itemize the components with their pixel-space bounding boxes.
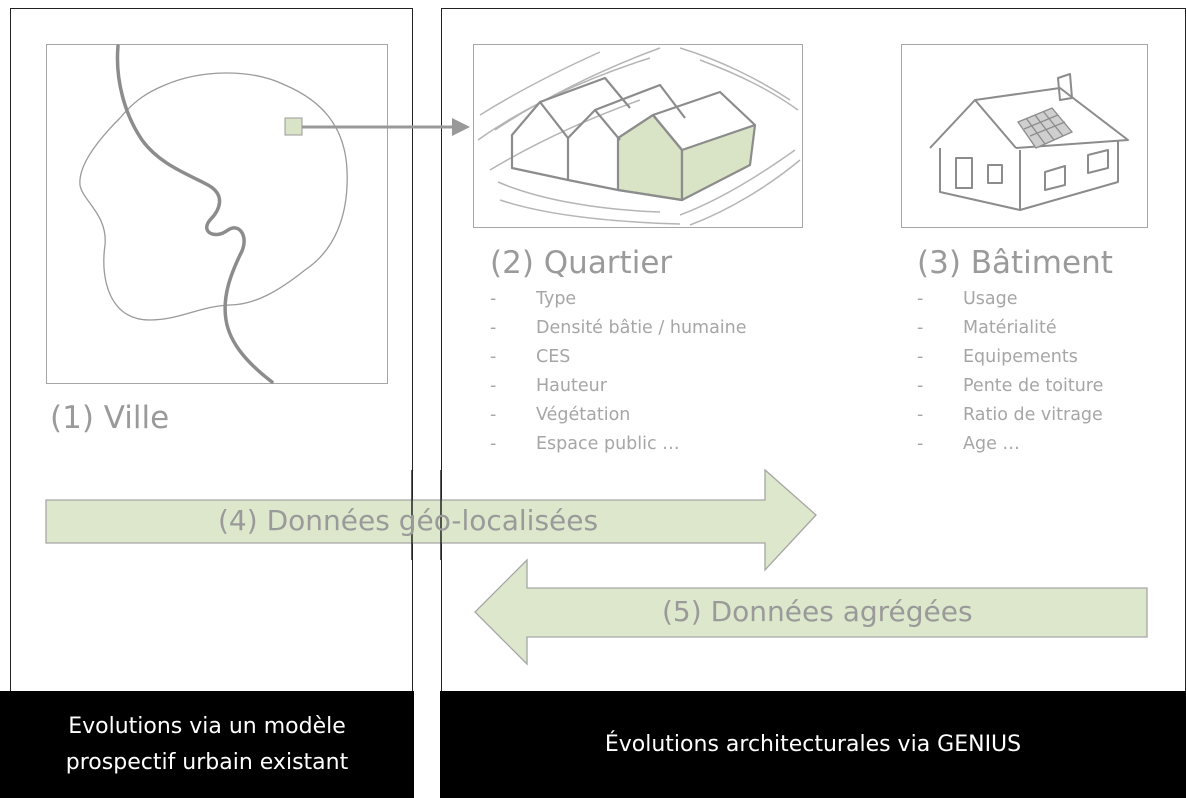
district-houses — [510, 76, 757, 202]
batiment-attributes: -Usage -Matérialité -Equipements -Pente … — [917, 285, 1103, 459]
list-item: -Ratio de vitrage — [917, 405, 1103, 425]
left-footer-line-2: prospectif urbain existant — [65, 749, 349, 775]
list-item: -Densité bâtie / humaine — [490, 318, 747, 338]
list-item: -CES — [490, 347, 571, 367]
right-footer-bar: Évolutions architecturales via GENIUS — [440, 691, 1186, 798]
list-item: -Matérialité — [917, 318, 1057, 338]
list-item: -Pente de toiture — [917, 376, 1104, 396]
geo-data-arrow — [45, 468, 817, 572]
list-item: -Végétation — [490, 405, 631, 425]
right-footer-text: Évolutions architecturales via GENIUS — [604, 732, 1022, 757]
zoom-arrow-head — [452, 118, 470, 136]
quartier-title: (2) Quartier — [490, 245, 673, 281]
list-item: -Usage — [917, 289, 1018, 309]
building-house-sketch — [929, 73, 1129, 211]
aggregated-data-arrow — [474, 558, 1148, 666]
solar-panel — [1017, 107, 1074, 149]
aggregated-data-label: (5) Données agrégées — [662, 595, 973, 628]
ville-title: (1) Ville — [50, 400, 170, 436]
list-item: -Type — [490, 289, 577, 309]
district-marker — [284, 117, 303, 136]
list-item: -Equipements — [917, 347, 1078, 367]
river-line — [115, 44, 274, 384]
left-footer-bar: Evolutions via un modèle prospectif urba… — [0, 691, 414, 798]
district-roads — [477, 47, 801, 226]
list-item: -Hauteur — [490, 376, 607, 396]
list-item: -Espace public … — [490, 434, 680, 454]
quartier-attributes: -Type -Densité bâtie / humaine -CES -Hau… — [490, 285, 747, 459]
city-boundary-outline — [79, 72, 348, 321]
left-footer-line-1: Evolutions via un modèle — [68, 713, 346, 739]
list-item: -Age … — [917, 434, 1020, 454]
batiment-title: (3) Bâtiment — [917, 245, 1113, 281]
geo-data-label: (4) Données géo-localisées — [218, 504, 599, 537]
